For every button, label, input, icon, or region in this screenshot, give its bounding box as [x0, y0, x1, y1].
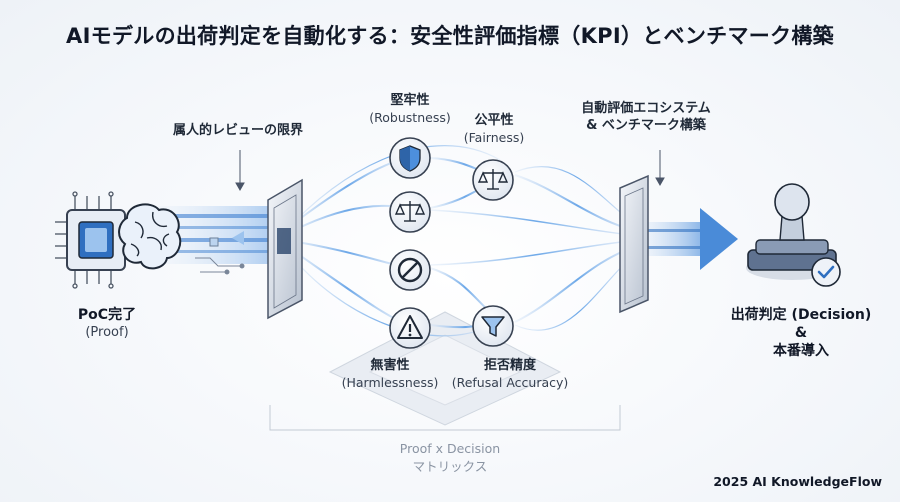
refusal-jp: 拒否精度 [483, 358, 536, 373]
limit-label: 属人的レビューの限界 [148, 122, 328, 139]
refusal-en: (Refusal Accuracy) [451, 375, 569, 390]
limit-label-text: 属人的レビューの限界 [172, 123, 303, 138]
matrix-line2: マトリックス [412, 459, 488, 474]
funnel-icon [472, 305, 514, 347]
chip-brain-icon [55, 191, 182, 289]
fairness-scales-icon [472, 159, 514, 201]
fairness-en: (Fairness) [463, 130, 525, 145]
poc-en: (Proof) [85, 325, 129, 340]
refusal-label: 拒否精度 (Refusal Accuracy) [440, 357, 580, 391]
auto-eval-line2: & ベンチマーク構築 [586, 118, 706, 133]
flow-lines [284, 145, 641, 337]
harmlessness-jp: 無害性 [370, 358, 410, 373]
fairness-jp: 公平性 [474, 113, 514, 128]
robustness-jp: 堅牢性 [390, 93, 430, 108]
poc-jp: PoC完了 [77, 307, 137, 323]
matrix-label: Proof x Decision マトリックス [370, 440, 530, 476]
shield-icon [389, 137, 431, 179]
auto-eval-label: 自動評価エコシステム & ベンチマーク構築 [556, 100, 736, 134]
gate-panel-right [619, 174, 649, 314]
gate-panel-left [267, 178, 303, 320]
auto-eval-line1: 自動評価エコシステム [581, 101, 711, 116]
fairness-label: 公平性 (Fairness) [446, 112, 542, 146]
circuit-traces [195, 237, 245, 275]
output-arrow [640, 208, 738, 270]
footer-credit: 2025 AI KnowledgeFlow [713, 474, 882, 489]
annotation-arrows [235, 150, 665, 192]
scales-icon [389, 191, 431, 233]
harmlessness-en: (Harmlessness) [341, 375, 439, 390]
decision-line1: 出荷判定 (Decision) [730, 307, 872, 323]
robustness-label: 堅牢性 (Robustness) [360, 92, 460, 126]
approval-stamp-icon [746, 183, 841, 287]
decision-line3: 本番導入 [773, 343, 829, 359]
decision-line2: & [794, 325, 808, 341]
robustness-en: (Robustness) [369, 110, 451, 125]
warning-icon [389, 307, 431, 349]
harmlessness-label: 無害性 (Harmlessness) [330, 357, 450, 391]
prohibited-icon [389, 249, 431, 291]
matrix-line1: Proof x Decision [399, 441, 501, 456]
poc-label: PoC完了 (Proof) [52, 306, 162, 341]
decision-label: 出荷判定 (Decision) & 本番導入 [716, 306, 886, 360]
page-title: AIモデルの出荷判定を自動化する：安全性評価指標（KPI）とベンチマーク構築 [66, 24, 834, 48]
